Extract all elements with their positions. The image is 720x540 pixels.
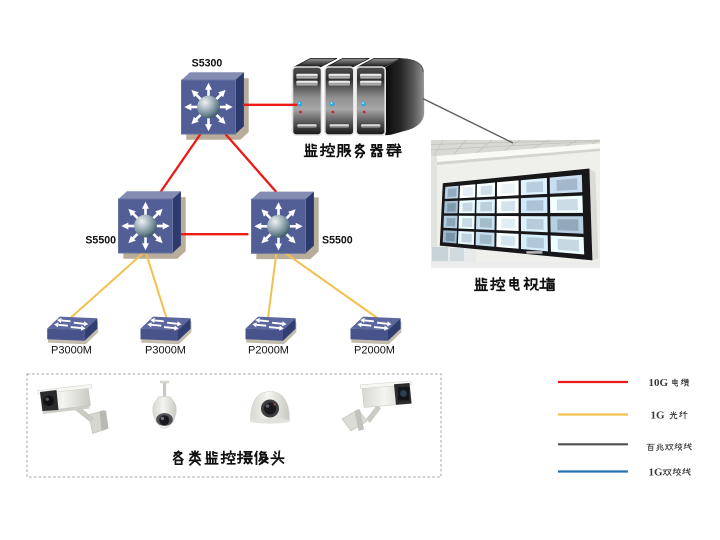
- svg-text:P2000M: P2000M: [354, 345, 395, 357]
- svg-text:S5500: S5500: [322, 235, 353, 247]
- svg-text:P2000M: P2000M: [248, 345, 289, 357]
- svg-text:1G: 1G: [651, 410, 666, 422]
- svg-text:S5500: S5500: [85, 235, 116, 247]
- svg-text:P3000M: P3000M: [51, 345, 92, 357]
- svg-text:S5300: S5300: [192, 58, 223, 70]
- svg-text:1G: 1G: [649, 467, 664, 479]
- svg-text:10G: 10G: [649, 377, 669, 389]
- svg-text:P3000M: P3000M: [145, 345, 186, 357]
